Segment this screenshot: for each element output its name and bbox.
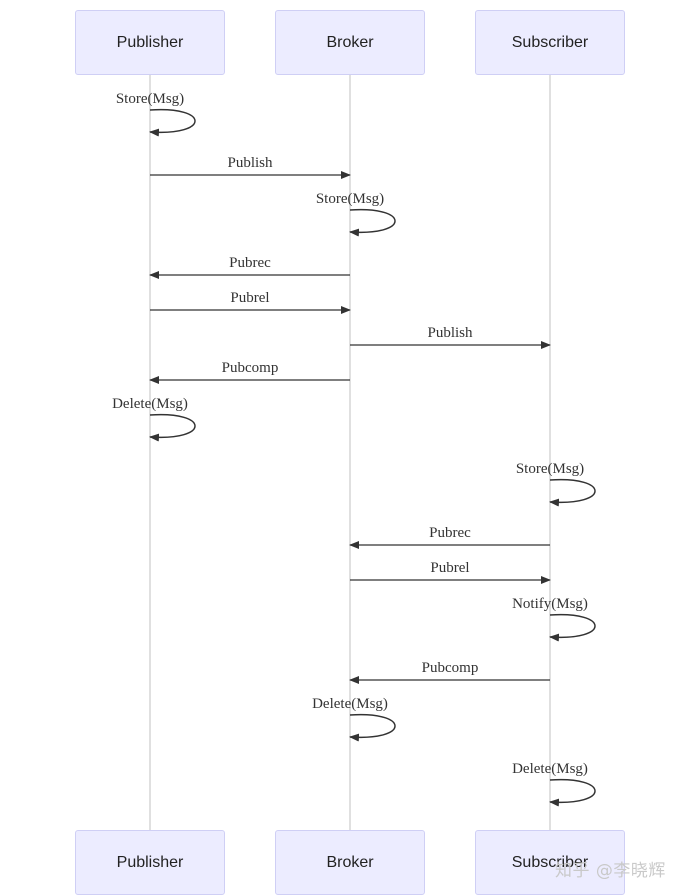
message-label: Store(Msg) <box>116 91 184 107</box>
message-label: Pubrel <box>230 290 269 306</box>
message-14: Delete(Msg) <box>312 696 396 742</box>
message-2: Publish <box>150 155 351 179</box>
actor-subscriber-bottom: Subscriber <box>475 830 625 895</box>
message-label: Pubcomp <box>222 360 279 376</box>
message-label: Store(Msg) <box>316 191 384 207</box>
self-message-arrow <box>549 778 596 807</box>
actor-subscriber-top: Subscriber <box>475 10 625 75</box>
message-label: Pubcomp <box>422 660 479 676</box>
actor-broker-bottom: Broker <box>275 830 425 895</box>
self-message-arrow <box>149 108 196 137</box>
message-label: Pubrec <box>429 525 471 541</box>
self-message-arrow <box>549 478 596 507</box>
self-message-arrow <box>149 413 196 442</box>
message-label: Delete(Msg) <box>112 396 188 412</box>
message-label: Delete(Msg) <box>512 761 588 777</box>
watermark: 知乎 @李晓辉 <box>555 861 666 881</box>
message-label: Pubrec <box>229 255 271 271</box>
message-3: Store(Msg) <box>316 191 396 237</box>
message-label: Publish <box>227 155 273 171</box>
message-label: Pubrel <box>430 560 469 576</box>
message-6: Publish <box>350 325 551 349</box>
message-11: Pubrel <box>350 560 551 584</box>
message-4: Pubrec <box>149 255 350 279</box>
message-5: Pubrel <box>150 290 351 314</box>
message-label: Publish <box>427 325 473 341</box>
message-9: Store(Msg) <box>516 461 596 507</box>
message-15: Delete(Msg) <box>512 761 596 807</box>
message-label: Delete(Msg) <box>312 696 388 712</box>
self-message-arrow <box>349 208 396 237</box>
actor-broker-top: Broker <box>275 10 425 75</box>
message-1: Store(Msg) <box>116 91 196 137</box>
self-message-arrow <box>349 713 396 742</box>
message-13: Pubcomp <box>349 660 550 684</box>
message-7: Pubcomp <box>149 360 350 384</box>
self-message-arrow <box>549 613 596 642</box>
message-10: Pubrec <box>349 525 550 549</box>
actor-publisher-bottom: Publisher <box>75 830 225 895</box>
message-label: Notify(Msg) <box>512 596 588 612</box>
message-8: Delete(Msg) <box>112 396 196 442</box>
message-label: Store(Msg) <box>516 461 584 477</box>
actor-publisher-top: Publisher <box>75 10 225 75</box>
message-12: Notify(Msg) <box>512 596 596 642</box>
